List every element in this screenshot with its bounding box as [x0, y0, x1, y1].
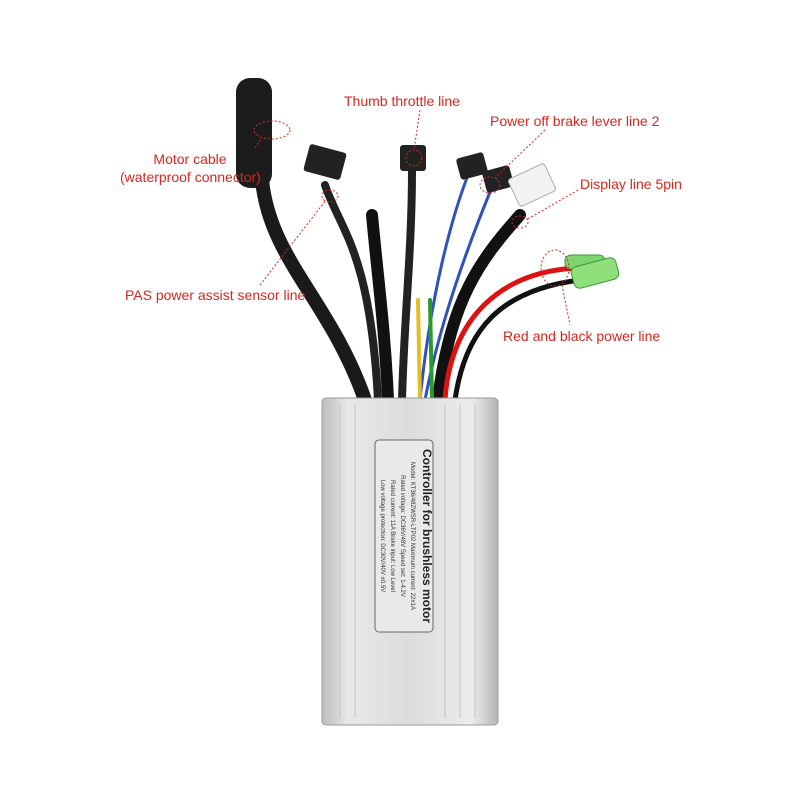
wires [255, 166, 583, 407]
annotation-brake-lever: Power off brake lever line 2 [490, 113, 660, 129]
pas-wire [321, 181, 382, 404]
nameplate-line: Rated current: 11A Brake input: Low Leve… [389, 480, 395, 592]
display-wire [432, 209, 526, 406]
green-wire [428, 298, 434, 402]
motor-cable-wire [255, 173, 372, 407]
throttle-connector [400, 145, 426, 171]
brake-connector-1 [456, 152, 488, 180]
annotation-motor-cable: Motor cable (waterproof connector) [120, 150, 261, 186]
pas-connector [303, 144, 347, 180]
red-power-wire [442, 265, 583, 403]
black-terminal [570, 257, 620, 289]
brake-wire-1 [418, 168, 472, 402]
nameplate-title: Controller for brushless motor [420, 449, 434, 623]
nameplate-line: Low voltage protection: DC30V/40V ±0.5V [379, 480, 385, 592]
annotation-thumb-throttle: Thumb throttle line [344, 93, 460, 109]
annotation-pas-sensor: PAS power assist sensor line [125, 287, 306, 303]
display-connector [508, 163, 556, 207]
throttle-wire [398, 166, 416, 404]
nameplate-line: Model: KT36/48ZWSR-LTP02 Maximum current… [409, 462, 415, 610]
controller-nameplate [374, 439, 434, 633]
annotation-power-line: Red and black power line [503, 328, 661, 344]
motor-cable-label: Motor cable [153, 151, 227, 167]
yellow-wire [416, 298, 422, 402]
nameplate-line: Rated voltage: DC36V/48V Speed set: 1-4.… [399, 475, 405, 597]
callout-markers [253, 109, 579, 326]
black-power-wire [452, 277, 583, 403]
motor-cable-note: (waterproof connector) [120, 169, 261, 185]
pas-sleeve [366, 209, 394, 406]
brake-connector-2 [482, 165, 514, 193]
annotation-display: Display line 5pin [580, 176, 682, 192]
motor-connector [236, 78, 272, 188]
